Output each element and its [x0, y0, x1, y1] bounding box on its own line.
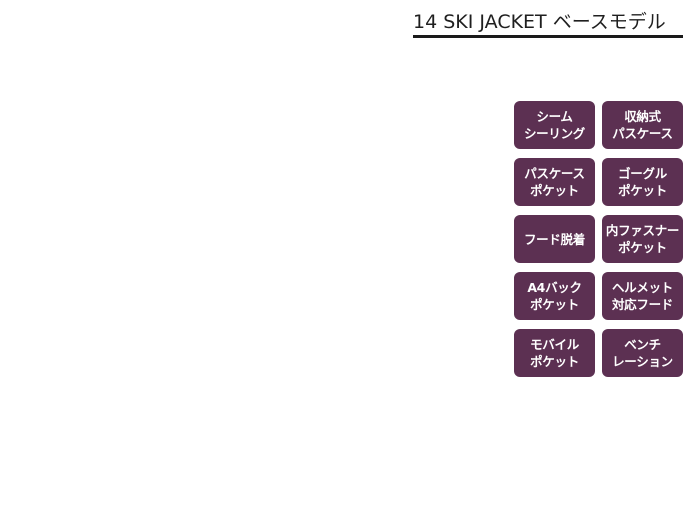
feature-label: モバイル ポケット: [530, 337, 579, 369]
feature-grid: シーム シーリング 収納式 パスケース パスケース ポケット ゴーグル ポケット…: [514, 101, 683, 377]
page-title: 14 SKI JACKET ベースモデル: [413, 11, 666, 33]
feature-label: ゴーグル ポケット: [618, 166, 667, 198]
feature-button-inner-zip-pocket[interactable]: 内ファスナー ポケット: [602, 215, 683, 263]
feature-button-mobile-pocket[interactable]: モバイル ポケット: [514, 329, 595, 377]
feature-button-a4-back-pocket[interactable]: A4バック ポケット: [514, 272, 595, 320]
feature-button-goggle-pocket[interactable]: ゴーグル ポケット: [602, 158, 683, 206]
feature-button-storable-pass-case[interactable]: 収納式 パスケース: [602, 101, 683, 149]
feature-label: A4バック ポケット: [527, 280, 582, 312]
feature-button-helmet-hood[interactable]: ヘルメット 対応フード: [602, 272, 683, 320]
feature-label: ヘルメット 対応フード: [611, 280, 673, 312]
feature-label: シーム シーリング: [523, 109, 585, 141]
feature-button-seam-sealing[interactable]: シーム シーリング: [514, 101, 595, 149]
feature-button-detachable-hood[interactable]: フード脱着: [514, 215, 595, 263]
feature-label: 内ファスナー ポケット: [605, 223, 680, 255]
page-header: 14 SKI JACKET ベースモデル: [413, 4, 683, 38]
feature-label: 収納式 パスケース: [612, 109, 673, 141]
feature-button-pass-case-pocket[interactable]: パスケース ポケット: [514, 158, 595, 206]
feature-label: フード脱着: [523, 231, 585, 247]
feature-button-ventilation[interactable]: ベンチ レーション: [602, 329, 683, 377]
feature-label: ベンチ レーション: [612, 337, 673, 369]
feature-label: パスケース ポケット: [524, 166, 585, 198]
